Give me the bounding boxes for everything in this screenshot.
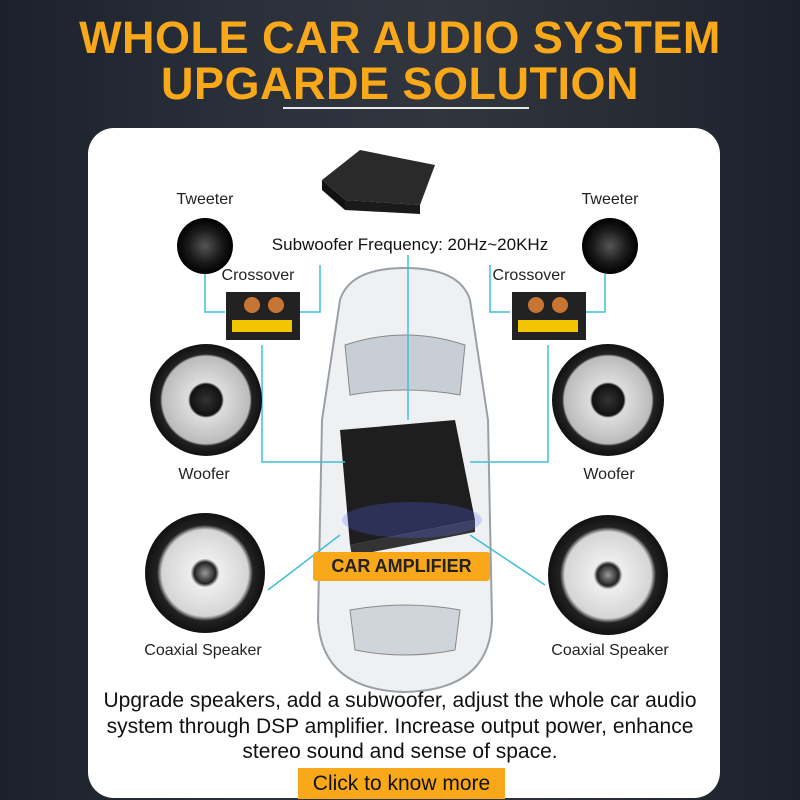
page-title-line2: UPGARDE SOLUTION — [160, 58, 640, 109]
left-crossover-label: Crossover — [221, 267, 295, 284]
right-tweeter-image — [582, 218, 638, 274]
connector-lines — [204, 255, 606, 591]
right-woofer-label: Woofer — [583, 466, 635, 483]
amplifier-image — [322, 150, 435, 214]
left-tweeter-label: Tweeter — [176, 191, 234, 208]
left-coaxial-speaker-label: Coaxial Speaker — [144, 642, 262, 659]
frequency-label: Subwoofer Frequency: 20Hz~20KHz — [271, 235, 549, 254]
description-text: Upgrade speakers, add a subwoofer, adjus… — [103, 689, 697, 763]
click-to-know-more-button[interactable]: Click to know more — [298, 768, 505, 799]
right-crossover-label: Crossover — [492, 267, 566, 284]
right-crossover-image — [512, 292, 586, 340]
title-divider — [283, 107, 529, 109]
left-coaxial-speaker-image — [145, 513, 265, 633]
right-coaxial-speaker-label: Coaxial Speaker — [551, 642, 669, 659]
right-tweeter-label: Tweeter — [581, 191, 639, 208]
right-woofer-image — [552, 344, 664, 456]
left-woofer-label: Woofer — [178, 466, 230, 483]
car-image — [316, 266, 494, 694]
right-coaxial-speaker-image — [548, 515, 668, 635]
left-woofer-image — [150, 344, 262, 456]
page-title-line1: WHOLE CAR AUDIO SYSTEM — [79, 12, 721, 63]
left-tweeter-image — [177, 218, 233, 274]
left-crossover-image — [226, 292, 300, 340]
car-amplifier-badge: CAR AMPLIFIER — [313, 552, 490, 581]
